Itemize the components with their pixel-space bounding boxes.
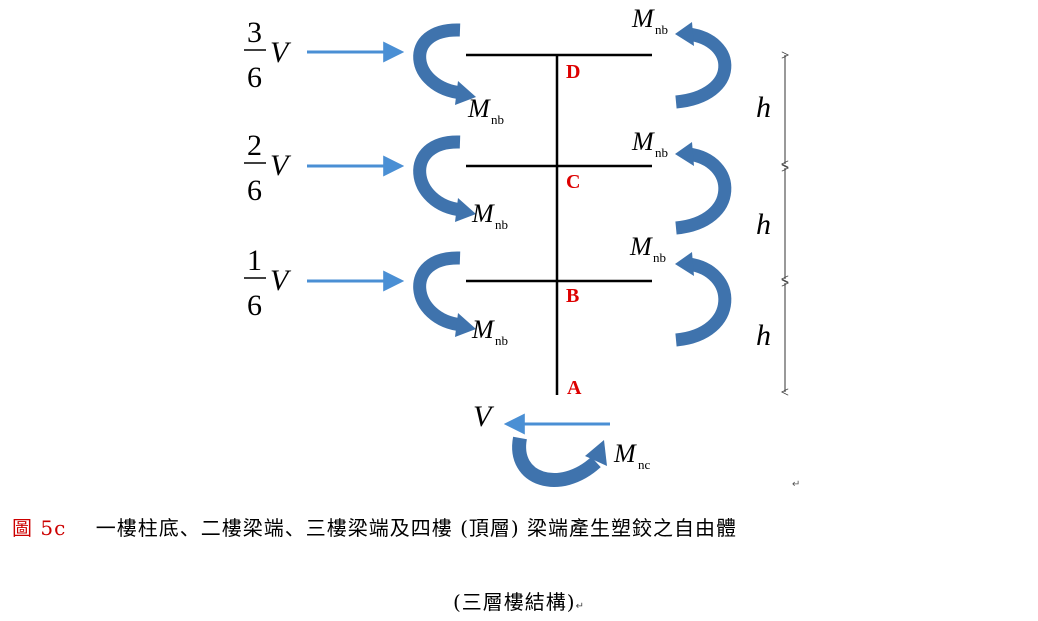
moment-symbol: M [467,94,491,123]
base-shear-label: V [473,400,495,433]
moment-subscript: nb [495,333,508,348]
figure-caption-line2: (三層樓結構)↵ [0,586,1038,615]
load-variable: V [270,149,292,182]
moment-label-right-mid: M nb [631,127,668,160]
point-label-a: A [567,377,582,399]
moment-label-base: M nc [613,439,651,472]
moment-symbol: M [629,232,653,261]
moment-subscript: nb [495,217,508,232]
caption-subtitle: (三層樓結構) [453,590,576,614]
paragraph-mark-caption: ↵ [575,601,585,612]
moment-subscript: nb [655,145,668,160]
figure-number: 圖 5c [12,516,67,540]
load-label-low: 1 6 V [244,244,292,322]
height-label: h [756,208,771,241]
moment-symbol: M [631,127,655,156]
load-numerator: 1 [247,244,262,277]
point-label-c: C [566,171,580,193]
left-moment-arrow-low [413,251,476,337]
right-moment-arrow-top [675,22,732,109]
load-label-top: 3 6 V [244,16,292,94]
load-numerator: 2 [247,129,262,162]
moment-label-left-low: M nb [471,315,508,348]
right-moment-arrow-low [675,252,732,347]
left-moment-arrow-top [413,23,476,105]
load-label-mid: 2 6 V [244,129,292,207]
height-label: h [756,319,771,352]
moment-label-left-top: M nb [467,94,504,127]
paragraph-mark: ↵ [792,479,800,490]
point-label-d: D [566,61,580,83]
moment-subscript: nb [491,112,504,127]
load-variable: V [270,36,292,69]
dimension-mid: h [756,168,785,279]
moment-symbol: M [471,199,495,228]
load-denominator: 6 [247,61,262,94]
load-numerator: 3 [247,16,262,49]
dimension-top: h [756,55,785,164]
moment-label-right-low: M nb [629,232,666,265]
right-moment-arrow-mid [675,142,732,235]
moment-subscript: nb [655,22,668,37]
load-variable: V [270,264,292,297]
left-moment-arrow-mid [413,135,476,222]
moment-label-left-mid: M nb [471,199,508,232]
moment-subscript: nb [653,250,666,265]
base-moment-arrow [512,436,607,487]
load-denominator: 6 [247,289,262,322]
moment-label-right-top: M nb [631,4,668,37]
load-denominator: 6 [247,174,262,207]
point-label-b: B [566,285,579,307]
moment-symbol: M [631,4,655,33]
height-label: h [756,91,771,124]
moment-symbol: M [471,315,495,344]
caption-text: 一樓柱底、二樓梁端、三樓梁端及四樓 (頂層) 梁端產生塑鉸之自由體 [95,516,738,540]
moment-symbol: M [613,439,637,468]
figure-caption: 圖 5c 一樓柱底、二樓梁端、三樓梁端及四樓 (頂層) 梁端產生塑鉸之自由體 [12,512,1032,541]
dimension-low: h [756,283,785,392]
moment-subscript: nc [638,457,651,472]
